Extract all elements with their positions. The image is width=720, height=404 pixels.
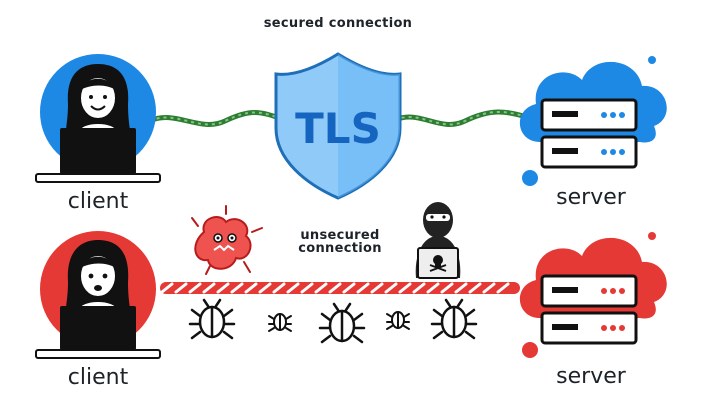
bug-icon	[386, 311, 410, 330]
unsecure-rope	[160, 282, 520, 294]
virus-icon	[191, 205, 263, 275]
woman-with-laptop-icon	[35, 64, 161, 183]
unsecure-caption-line2: connection	[298, 241, 382, 256]
unsecure-client-label: client	[68, 365, 129, 390]
worried-woman-with-laptop-icon	[35, 240, 161, 359]
shield-icon	[274, 52, 402, 200]
unsecure-caption-line1: unsecured	[300, 228, 379, 243]
secure-client-label: client	[68, 189, 129, 214]
server-rack-icon	[540, 274, 638, 345]
server-rack-icon	[540, 98, 638, 169]
bug-icon	[318, 302, 366, 344]
dot	[648, 232, 656, 240]
bug-icon	[188, 298, 236, 340]
dot	[522, 342, 538, 358]
secure-server	[519, 56, 667, 186]
secure-caption: secured connection	[264, 16, 413, 31]
tls-label: TLS	[295, 104, 381, 153]
unsecure-server	[519, 232, 667, 358]
hacker-icon	[415, 202, 461, 279]
skull-icon	[429, 255, 447, 272]
bug-icon	[268, 313, 292, 332]
secure-server-label: server	[556, 185, 627, 210]
bug-icon	[430, 298, 478, 340]
secure-client	[35, 54, 161, 183]
dot	[648, 56, 656, 64]
dot	[522, 170, 538, 186]
unsecure-server-label: server	[556, 364, 627, 389]
secure-rope	[147, 109, 533, 127]
unsecure-client	[35, 231, 161, 359]
